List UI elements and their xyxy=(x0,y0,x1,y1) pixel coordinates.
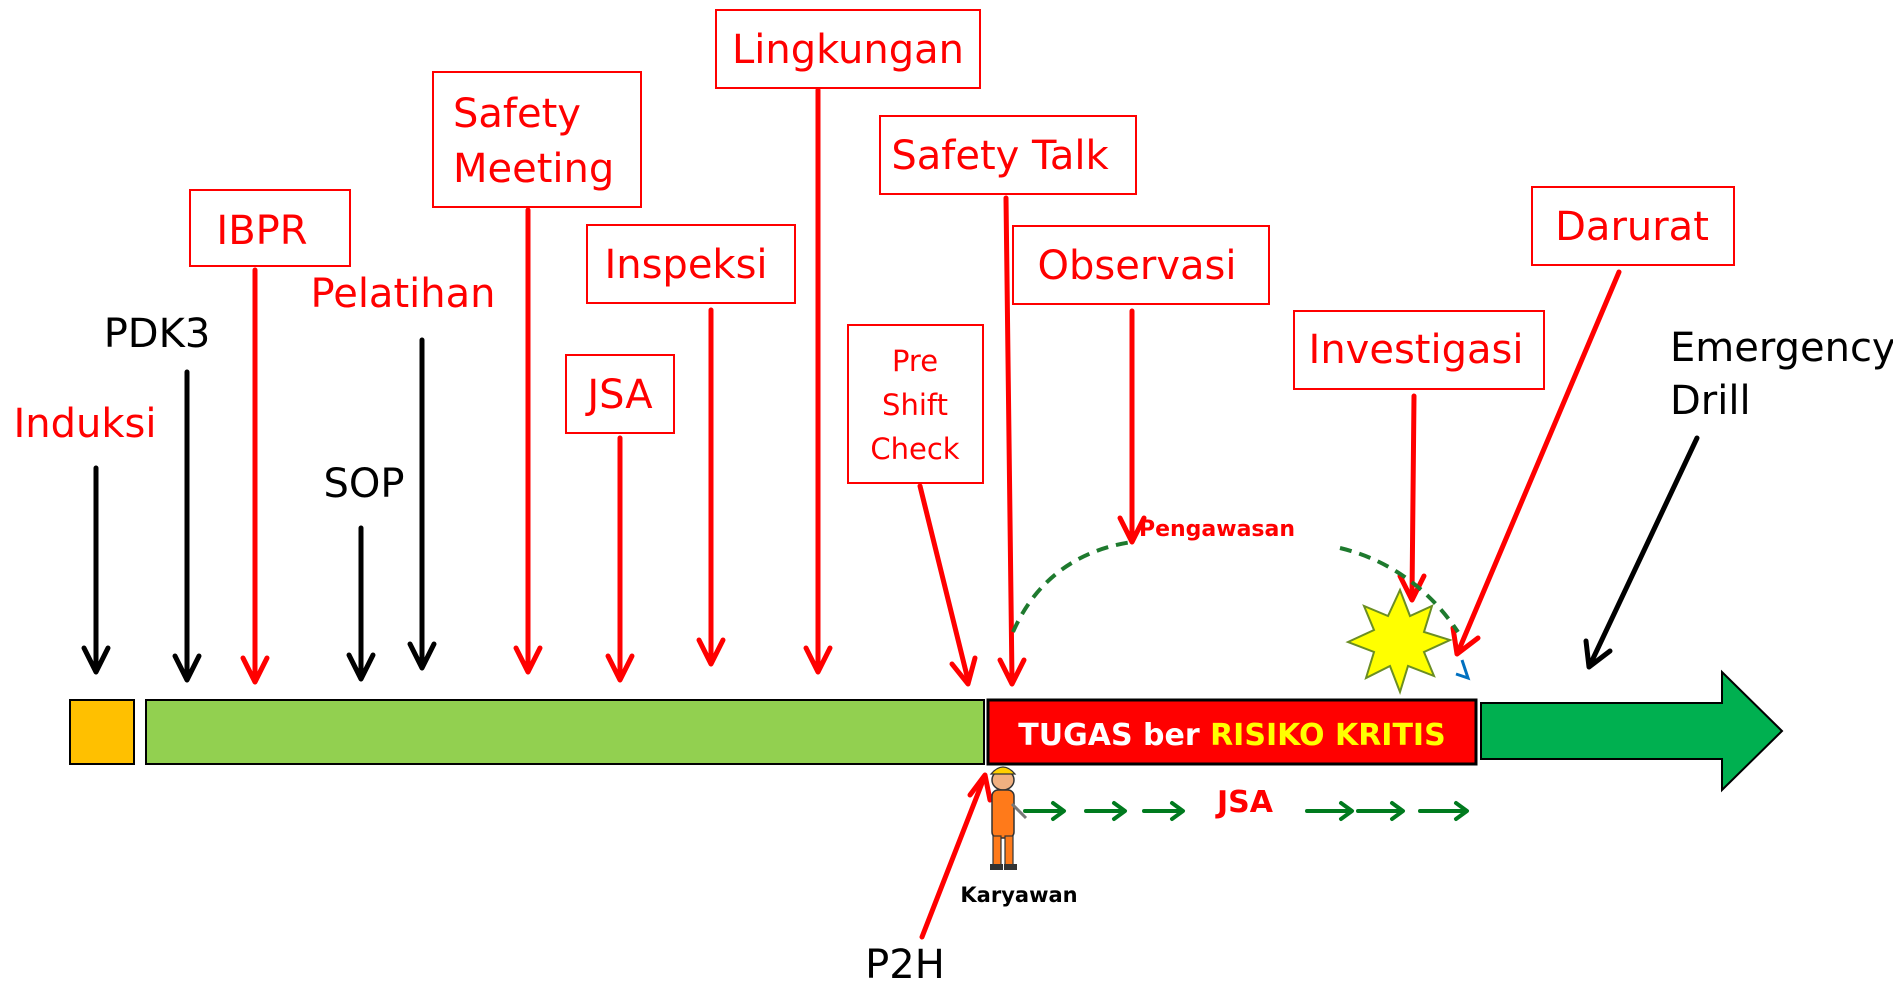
safety-talk-arrow xyxy=(997,195,1027,687)
pre-shift-label-line1: Pre xyxy=(892,344,938,378)
jsa-box xyxy=(565,354,675,434)
post-task-arrow xyxy=(1480,669,1784,793)
pre-shift-label-line3: Check xyxy=(870,432,959,466)
ibpr-label: IBPR xyxy=(216,208,307,254)
jsa-label: JSA xyxy=(584,372,653,418)
sop-arrow xyxy=(346,525,376,682)
emergency-drill-arrow xyxy=(1583,435,1700,670)
pre-shift-check-box xyxy=(847,324,984,484)
observasi-arrow xyxy=(1117,308,1147,545)
jsa-flow-arrow xyxy=(1084,801,1127,821)
safety-meeting-label-line1: Safety xyxy=(453,91,581,137)
jsa-arrow xyxy=(605,435,635,683)
safety-talk-label: Safety Talk xyxy=(891,133,1109,179)
sop-label: SOP xyxy=(324,461,405,507)
pengawasan-arc xyxy=(1011,540,1460,634)
pengawasan-arc-end-mark xyxy=(1455,659,1471,681)
inspeksi-label: Inspeksi xyxy=(604,242,767,288)
worker-icon xyxy=(989,766,1028,870)
darurat-label: Darurat xyxy=(1555,204,1709,250)
inspeksi-box xyxy=(586,224,796,304)
jsa-flow-arrow xyxy=(1305,801,1354,821)
ibpr-box xyxy=(189,189,351,267)
observasi-label: Observasi xyxy=(1038,243,1237,289)
jsa-flow-arrow xyxy=(1356,801,1405,821)
darurat-box xyxy=(1531,186,1735,266)
safety-talk-box xyxy=(879,115,1137,195)
pelatihan-label: Pelatihan xyxy=(311,271,496,317)
critical-risk-task-bar xyxy=(986,698,1478,766)
pelatihan-arrow xyxy=(407,337,437,671)
observasi-box xyxy=(1012,225,1270,305)
karyawan-label: Karyawan xyxy=(960,883,1077,907)
darurat-arrow xyxy=(1450,269,1622,657)
induksi-label: Induksi xyxy=(13,401,156,447)
p2h-label: P2H xyxy=(865,942,945,987)
jsa-flow-arrow xyxy=(1418,801,1469,821)
preparation-bar xyxy=(145,699,985,765)
pre-shift-label-line2: Shift xyxy=(882,388,948,422)
emergency-drill-label-line2: Drill xyxy=(1670,378,1751,424)
pdk3-label: PDK3 xyxy=(104,311,211,357)
jsa-flow-arrow xyxy=(1142,801,1185,821)
inspeksi-arrow xyxy=(696,307,726,667)
p2h-arrow xyxy=(919,772,993,940)
jsa-flow-label: JSA xyxy=(1215,785,1274,820)
jsa-flow-arrows xyxy=(1023,801,1469,821)
safety-meeting-arrow xyxy=(513,207,543,675)
safety-meeting-box xyxy=(432,71,642,208)
pre-shift-check-arrow xyxy=(917,483,978,687)
investigasi-box xyxy=(1293,310,1545,390)
pengawasan-label: Pengawasan xyxy=(1139,517,1295,542)
jsa-flow-arrow xyxy=(1023,801,1066,821)
investigasi-arrow xyxy=(1397,393,1427,603)
task-label: TUGAS ber RISIKO KRITIS xyxy=(1018,718,1445,753)
investigasi-label: Investigasi xyxy=(1309,327,1524,373)
pdk3-arrow xyxy=(172,369,202,683)
start-box xyxy=(69,699,135,765)
lingkungan-box xyxy=(715,9,981,89)
emergency-drill-label-line1: Emergency xyxy=(1670,325,1893,371)
ibpr-arrow xyxy=(240,267,270,685)
induksi-arrow xyxy=(81,465,111,675)
safety-meeting-label-line2: Meeting xyxy=(453,146,614,192)
lingkungan-label: Lingkungan xyxy=(732,27,964,73)
incident-burst-icon xyxy=(1345,587,1453,696)
lingkungan-arrow xyxy=(803,87,833,675)
